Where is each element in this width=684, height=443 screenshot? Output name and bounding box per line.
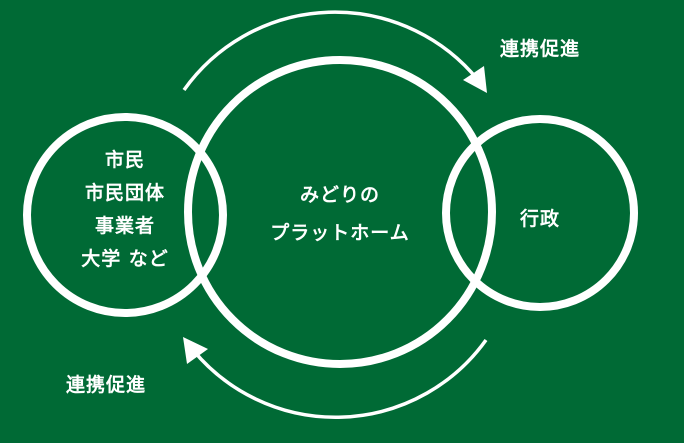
right-circle-label: 行政 — [519, 208, 560, 230]
center-label-line1: みどりの — [299, 184, 380, 206]
center-label-line2: プラットホーム — [270, 222, 410, 244]
left-circle-text: 市民 市民団体 事業者 大学 など — [65, 144, 185, 276]
left-label-businesses: 事業者 — [94, 215, 155, 237]
left-label-citizen-groups: 市民団体 — [84, 182, 165, 204]
left-label-universities: 大学 など — [81, 248, 169, 270]
bottom-arrow-label: 連携促進 — [66, 374, 147, 396]
center-circle — [184, 56, 496, 368]
top-arrow-arc — [182, 10, 480, 92]
bottom-arrowhead-icon — [183, 337, 208, 364]
center-circle-text: みどりの プラットホーム — [230, 176, 450, 252]
left-circle — [23, 113, 227, 317]
left-label-citizens: 市民 — [104, 149, 145, 171]
top-arrow-label: 連携促進 — [500, 38, 581, 60]
right-circle — [442, 115, 638, 311]
bottom-arrow-arc — [191, 338, 488, 419]
top-arrowhead-icon — [463, 66, 487, 93]
